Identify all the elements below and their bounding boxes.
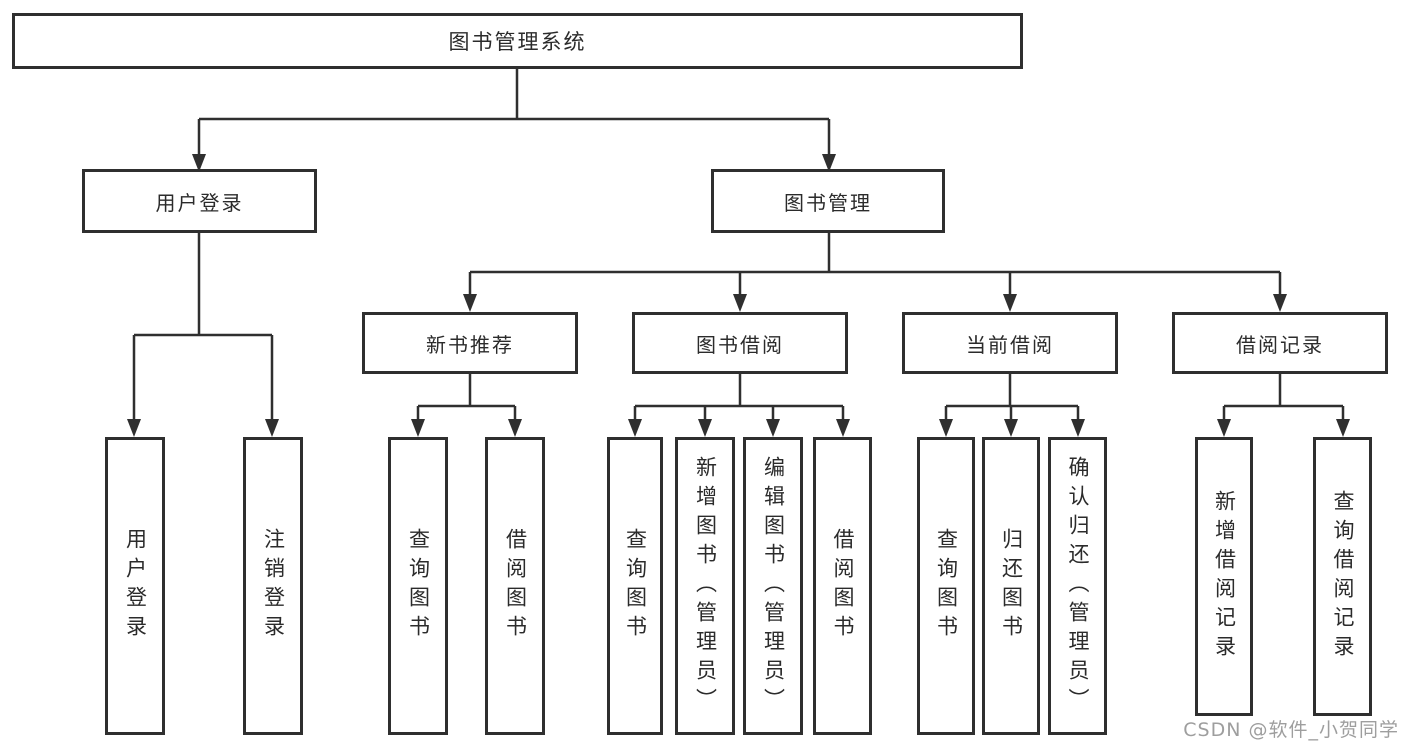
csdn-watermark: CSDN @软件_小贺同学: [1183, 719, 1399, 741]
connector-currentborrow-branch: [944, 374, 1080, 421]
node-root-system: 图书管理系统: [12, 13, 1023, 69]
leaf-add-book-admin: 新增图书（管理员）: [675, 437, 735, 735]
arrowhead: [698, 419, 712, 437]
node-book-borrow: 图书借阅: [632, 312, 848, 374]
leaf-label: 用户登录: [123, 528, 148, 644]
arrowhead: [265, 419, 279, 437]
leaf-label: 查询图书: [623, 528, 648, 644]
arrowhead: [127, 419, 141, 437]
leaf-label: 编辑图书（管理员）: [761, 455, 786, 717]
arrowhead: [1071, 419, 1085, 437]
leaf-logout: 注销登录: [243, 437, 303, 735]
connector-borrowrecord-branch: [1222, 374, 1345, 421]
connector-newbook-branch: [416, 374, 517, 421]
arrowhead: [508, 419, 522, 437]
leaf-return-book: 归还图书: [982, 437, 1040, 735]
arrowhead: [1217, 419, 1231, 437]
connector-bookmgmt-branch: [468, 233, 1282, 296]
leaf-label: 查询借阅记录: [1331, 489, 1355, 664]
arrowhead: [766, 419, 780, 437]
leaf-label: 确认归还（管理员）: [1066, 455, 1090, 717]
leaf-confirm-return-admin: 确认归还（管理员）: [1048, 437, 1107, 735]
leaf-query-books-recommend: 查询图书: [388, 437, 448, 735]
arrowhead: [463, 294, 477, 312]
node-book-management: 图书管理: [711, 169, 945, 233]
arrowhead: [733, 294, 747, 312]
leaf-label: 借阅图书: [831, 528, 855, 644]
arrowhead: [1336, 419, 1350, 437]
arrowhead: [939, 419, 953, 437]
arrowhead: [1003, 294, 1017, 312]
arrowhead: [1273, 294, 1287, 312]
node-borrow-records: 借阅记录: [1172, 312, 1388, 374]
connector-userlogin-branch: [132, 233, 274, 421]
arrowhead: [628, 419, 642, 437]
leaf-label: 归还图书: [999, 528, 1024, 644]
leaf-label: 查询图书: [406, 528, 431, 644]
leaf-label: 查询图书: [934, 528, 959, 644]
leaf-label: 借阅图书: [503, 528, 528, 644]
node-new-book-recommend: 新书推荐: [362, 312, 578, 374]
leaf-user-login: 用户登录: [105, 437, 165, 735]
connector-bookborrow-branch: [633, 374, 845, 421]
leaf-label: 新增图书（管理员）: [693, 455, 718, 717]
leaf-edit-book-admin: 编辑图书（管理员）: [743, 437, 803, 735]
leaf-borrow-books-recommend: 借阅图书: [485, 437, 545, 735]
leaf-query-books-borrow: 查询图书: [607, 437, 663, 735]
arrowhead: [836, 419, 850, 437]
leaf-label: 新增借阅记录: [1212, 489, 1237, 664]
connector-root-to-level2: [197, 69, 831, 156]
leaf-query-borrow-record: 查询借阅记录: [1313, 437, 1372, 716]
leaf-add-borrow-record: 新增借阅记录: [1195, 437, 1253, 716]
leaf-label: 注销登录: [261, 528, 286, 644]
leaf-query-books-current: 查询图书: [917, 437, 975, 735]
arrowhead: [411, 419, 425, 437]
arrowhead: [1004, 419, 1018, 437]
leaf-borrow-books: 借阅图书: [813, 437, 872, 735]
node-user-login: 用户登录: [82, 169, 317, 233]
node-current-borrow: 当前借阅: [902, 312, 1118, 374]
